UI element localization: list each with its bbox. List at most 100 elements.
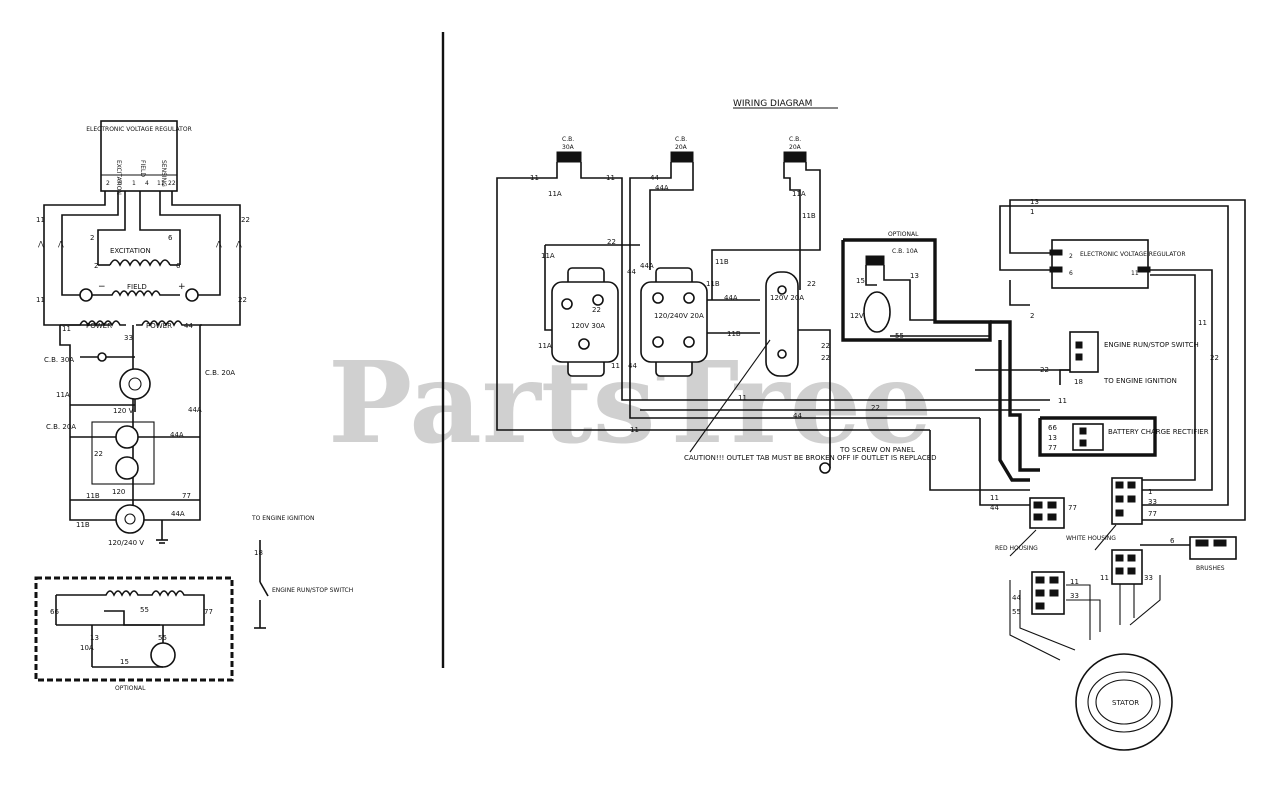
svg-text:120V 20A: 120V 20A: [770, 294, 804, 302]
svg-text:C.B.: C.B.: [562, 136, 574, 143]
left-schematic: ELECTRONIC VOLTAGE REGULATOR EXCITATION …: [34, 120, 353, 692]
svg-text:13: 13: [90, 634, 99, 642]
svg-text:55: 55: [1012, 608, 1021, 616]
svg-text:55: 55: [140, 606, 149, 614]
left-reg-pin-1: 1: [132, 180, 136, 187]
svg-text:−: −: [98, 282, 106, 292]
left-optional-label: OPTIONAL: [115, 685, 146, 692]
svg-text:44A: 44A: [188, 406, 202, 414]
svg-text:C.B. 10A: C.B. 10A: [892, 248, 919, 255]
svg-text:11: 11: [990, 494, 999, 502]
svg-text:11: 11: [611, 362, 620, 370]
left-field-label: FIELD: [127, 283, 147, 291]
left-reg-pin-22: 22: [168, 180, 176, 187]
svg-text:44A: 44A: [655, 184, 669, 192]
svg-text:⋀: ⋀: [37, 240, 44, 248]
svg-text:120/240V 20A: 120/240V 20A: [654, 312, 704, 320]
field-brush-right: [185, 288, 199, 302]
right-wiring: WIRING DIAGRAM C.B. 30A C.B. 20A C.B. 20…: [496, 99, 1246, 751]
svg-text:11A: 11A: [548, 190, 562, 198]
svg-text:22: 22: [871, 404, 880, 412]
cb-30a: C.B. 30A: [556, 136, 582, 163]
svg-text:2: 2: [1069, 253, 1073, 260]
left-cb10: 10A: [80, 644, 94, 652]
svg-text:2: 2: [90, 234, 94, 242]
svg-text:WHITE HOUSING: WHITE HOUSING: [1066, 535, 1116, 542]
svg-text:13: 13: [910, 272, 919, 280]
svg-text:11: 11: [738, 394, 747, 402]
svg-text:11B: 11B: [802, 212, 816, 220]
svg-text:77: 77: [1048, 444, 1057, 452]
svg-text:44: 44: [627, 268, 636, 276]
left-reg-pin-11: 11: [157, 180, 165, 187]
left-regulator-box: [100, 120, 178, 192]
optional-12v-socket: [863, 291, 891, 333]
svg-text:C.B.: C.B.: [675, 136, 687, 143]
left-cb30: C.B. 30A: [44, 356, 74, 364]
svg-text:55: 55: [158, 634, 167, 642]
svg-text:⋀: ⋀: [235, 240, 242, 248]
svg-text:11B: 11B: [86, 492, 100, 500]
svg-text:120/240 V: 120/240 V: [108, 539, 144, 547]
left-reg-pin-6: 6: [118, 180, 122, 187]
svg-text:6: 6: [176, 262, 181, 270]
svg-text:ENGINE RUN/STOP SWITCH: ENGINE RUN/STOP SWITCH: [1104, 341, 1199, 349]
svg-text:11A: 11A: [792, 190, 806, 198]
left-reg-col-excitation: EXCITATION: [115, 160, 122, 195]
optional-box: [841, 238, 992, 342]
left-optional-socket: [150, 642, 176, 668]
rectifier-box: [1038, 416, 1157, 457]
svg-text:11A: 11A: [538, 342, 552, 350]
left-outlet-30a: [119, 368, 151, 400]
svg-text:11: 11: [62, 325, 71, 333]
left-outlet-120-240: [115, 504, 145, 534]
svg-text:6: 6: [168, 234, 173, 242]
svg-text:22: 22: [592, 306, 601, 314]
svg-text:18: 18: [254, 549, 263, 557]
svg-text:12V: 12V: [850, 312, 864, 320]
svg-text:22: 22: [241, 216, 250, 224]
left-reg-pin-2: 2: [106, 180, 110, 187]
left-regulator-title: ELECTRONIC VOLTAGE REGULATOR: [86, 126, 192, 133]
left-ignition-label: TO ENGINE IGNITION: [251, 515, 315, 522]
svg-text:44A: 44A: [640, 262, 654, 270]
svg-text:30A: 30A: [562, 144, 575, 151]
svg-text:11B: 11B: [76, 521, 90, 529]
svg-text:20A: 20A: [675, 144, 688, 151]
svg-text:120V 30A: 120V 30A: [571, 322, 605, 330]
svg-text:13: 13: [1048, 434, 1057, 442]
stator: [1075, 653, 1173, 751]
svg-text:2: 2: [94, 262, 98, 270]
svg-text:11: 11: [1198, 319, 1207, 327]
diagram-title: WIRING DIAGRAM: [733, 99, 812, 109]
svg-text:44: 44: [990, 504, 999, 512]
svg-text:77: 77: [1068, 504, 1077, 512]
svg-text:+: +: [178, 282, 186, 292]
left-cb20-a: C.B. 20A: [205, 369, 235, 377]
svg-text:22: 22: [238, 296, 247, 304]
svg-text:11A: 11A: [541, 252, 555, 260]
svg-text:15: 15: [120, 658, 129, 666]
svg-text:11: 11: [1131, 270, 1139, 277]
svg-text:44: 44: [793, 412, 802, 420]
svg-text:44: 44: [628, 362, 637, 370]
outlet-120v-30a: 120V 30A 22 11A: [538, 267, 619, 377]
cb-20a-a: C.B. 20A: [670, 136, 694, 163]
svg-text:6: 6: [1170, 537, 1175, 545]
caution-note: CAUTION!!! OUTLET TAB MUST BE BROKEN OFF…: [684, 454, 937, 462]
svg-text:15: 15: [856, 277, 865, 285]
svg-text:11B: 11B: [727, 330, 741, 338]
svg-text:11A: 11A: [56, 391, 70, 399]
right-runstop-switch: [1069, 331, 1099, 373]
svg-text:⋀: ⋀: [215, 240, 222, 248]
svg-text:55: 55: [895, 332, 904, 340]
svg-text:2: 2: [1030, 312, 1034, 320]
svg-text:44A: 44A: [724, 294, 738, 302]
svg-text:11: 11: [630, 426, 639, 434]
svg-text:ELECTRONIC VOLTAGE REGULATOR: ELECTRONIC VOLTAGE REGULATOR: [1080, 251, 1186, 258]
svg-text:11: 11: [1058, 397, 1067, 405]
svg-text:11: 11: [606, 174, 615, 182]
left-reg-col-field: FIELD: [139, 160, 146, 177]
svg-text:TO ENGINE IGNITION: TO ENGINE IGNITION: [1103, 377, 1177, 385]
